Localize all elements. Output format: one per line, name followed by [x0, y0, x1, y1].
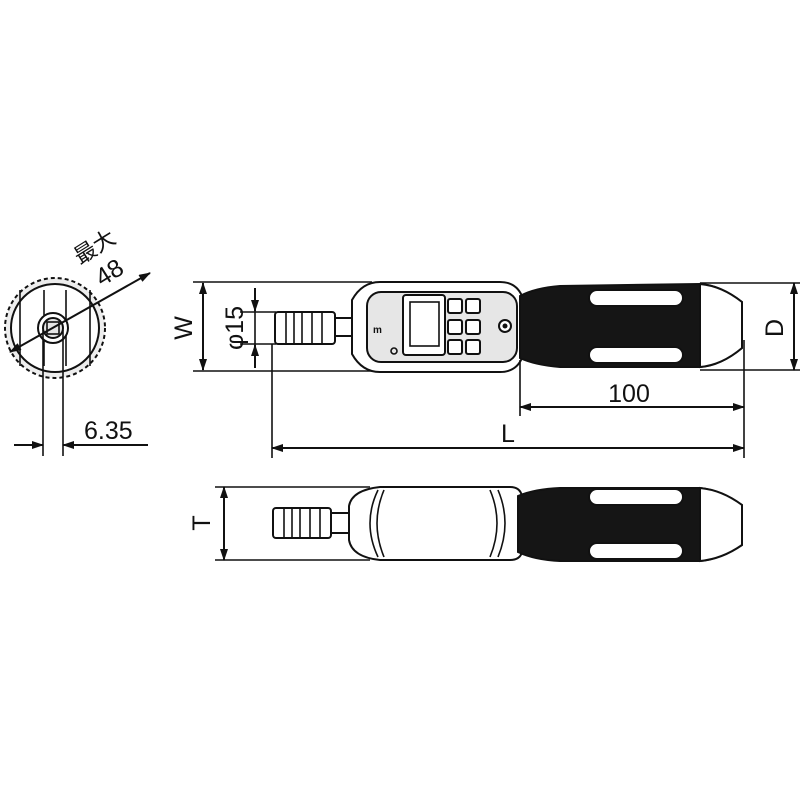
diameter-label: φ15	[221, 306, 249, 350]
lcd-display	[402, 294, 446, 356]
grip-length-label: 100	[608, 380, 650, 408]
top-view: m W φ15 D 100	[170, 281, 800, 458]
keypad-buttons	[447, 298, 481, 355]
thickness-label: T	[188, 515, 216, 530]
width-label: W	[170, 316, 198, 340]
square-drive-label: 6.35	[84, 417, 133, 445]
side-view: T	[188, 486, 743, 563]
length-label: L	[501, 420, 515, 448]
side-socket-bit	[272, 507, 351, 539]
grip-window-bottom	[588, 346, 684, 364]
svg-text:m: m	[373, 325, 382, 336]
end-view: 最大 48 6.35	[4, 225, 151, 456]
grip-window-top	[588, 289, 684, 307]
side-grip-window-top	[588, 488, 684, 506]
depth-label: D	[761, 319, 789, 337]
socket-bit	[274, 311, 354, 345]
max-48-dimension-line	[9, 272, 151, 353]
indicator-led	[390, 347, 398, 355]
side-grip-window-bottom	[588, 542, 684, 560]
